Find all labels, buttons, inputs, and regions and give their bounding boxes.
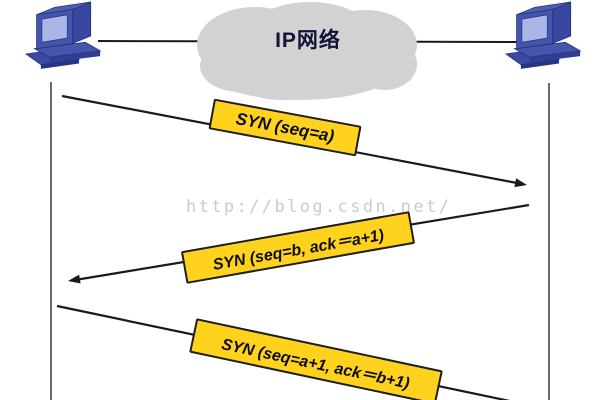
ip-network-label: IP网络 xyxy=(275,29,341,52)
computer-icon-right xyxy=(505,1,581,70)
computer-icon-left xyxy=(25,1,101,70)
ip-network-cloud-icon xyxy=(197,2,417,100)
watermark-text: http://blog.csdn.net/ xyxy=(186,197,452,217)
